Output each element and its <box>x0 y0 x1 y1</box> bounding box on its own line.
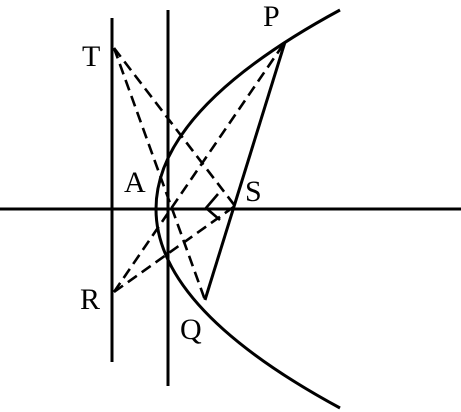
label-q: Q <box>180 313 202 346</box>
parabola-curve <box>154 8 341 410</box>
label-a: A <box>124 166 146 199</box>
focal-chord-pq <box>203 41 287 301</box>
label-s: S <box>245 175 262 208</box>
label-t: T <box>82 40 100 73</box>
dashed-line-t-q <box>112 47 207 301</box>
right-angle-marker <box>204 193 221 221</box>
label-p: P <box>263 0 280 33</box>
dashed-line-r-s <box>113 204 236 294</box>
label-r: R <box>80 283 100 316</box>
